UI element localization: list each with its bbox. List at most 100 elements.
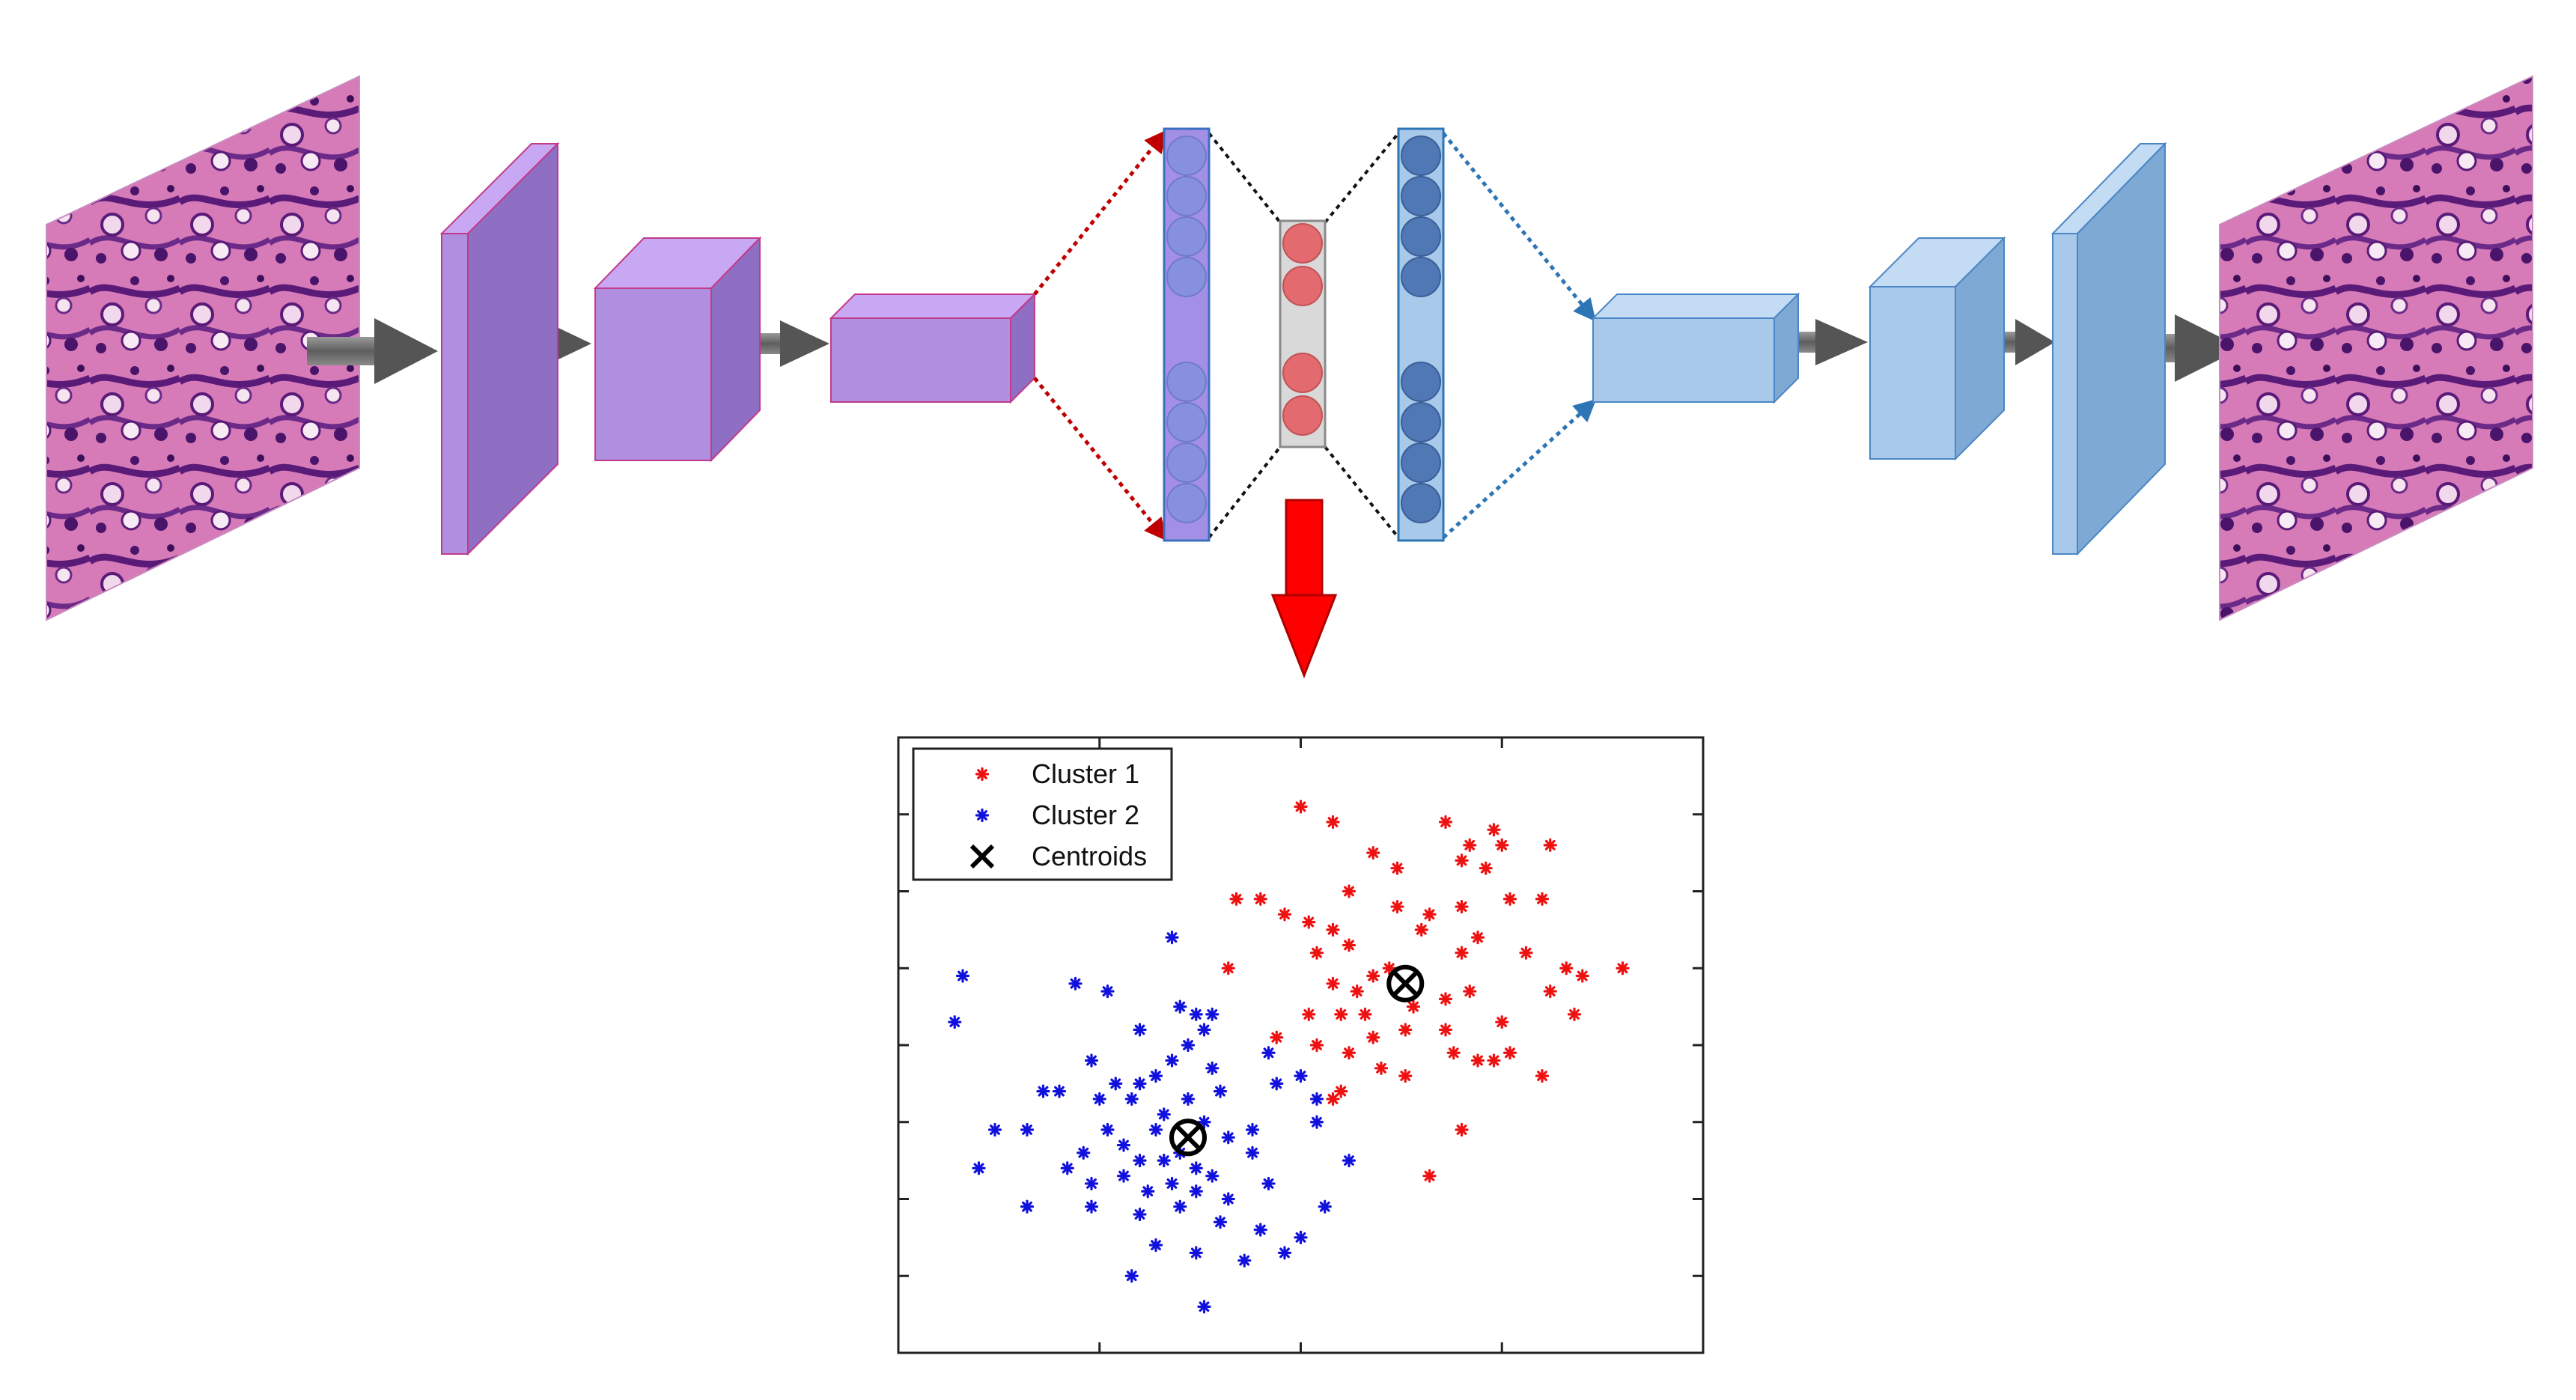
- cluster-2-point: [1124, 1092, 1139, 1107]
- cluster-1-point: [1334, 1007, 1348, 1022]
- legend-marker-cluster-1: [975, 767, 990, 782]
- input-image: [46, 75, 360, 621]
- cluster-1-point: [1422, 1169, 1437, 1183]
- cluster-1-point: [1406, 999, 1421, 1014]
- axis-ticks: [898, 737, 1703, 1353]
- red-down-arrow-icon: [1270, 499, 1338, 679]
- centroid-marker: [1386, 964, 1425, 1002]
- cluster-1-point: [1342, 884, 1356, 898]
- legend-label-cluster-2: Cluster 2: [1032, 800, 1139, 830]
- cluster-1-point: [1326, 815, 1340, 830]
- cluster-2-point: [1189, 1007, 1203, 1022]
- cluster-1-point: [1221, 961, 1235, 976]
- cluster-1-point: [1575, 969, 1589, 983]
- cluster-2-point: [1165, 1176, 1179, 1191]
- cluster-1-point: [1277, 907, 1292, 922]
- cluster-2-point: [1205, 1007, 1220, 1022]
- cluster-2-point: [1100, 1122, 1115, 1137]
- cluster-2-point: [1253, 1223, 1267, 1237]
- latent-neurons: [1282, 223, 1323, 436]
- encoder-layer-1: [439, 141, 560, 556]
- cluster-2-point: [1261, 1046, 1276, 1060]
- cluster-2-point: [1148, 1238, 1163, 1253]
- cluster-2-point: [1148, 1122, 1163, 1137]
- cluster-2-point: [1036, 1084, 1050, 1098]
- cluster-2-point: [1181, 1092, 1196, 1107]
- legend-label-cluster-1: Cluster 1: [1032, 758, 1139, 789]
- encoder-layer-3: [829, 292, 1037, 404]
- cluster-2-point: [1133, 1154, 1147, 1168]
- cluster-1-point: [1616, 961, 1630, 976]
- cluster-1-point: [1470, 931, 1485, 945]
- cluster-1-point: [1479, 861, 1493, 875]
- cluster-2-point: [1133, 1077, 1147, 1091]
- cluster-1-point: [1422, 907, 1437, 922]
- cluster-2-point: [1141, 1184, 1155, 1199]
- cluster-1-point: [1470, 1053, 1485, 1068]
- cluster-2-point: [1221, 1130, 1235, 1145]
- cluster-1-point: [1350, 984, 1364, 999]
- cluster-1-point: [1535, 1068, 1550, 1083]
- cluster-1-point: [1366, 969, 1380, 983]
- cluster-1-point: [1366, 846, 1380, 860]
- cluster-1-point: [1326, 976, 1340, 990]
- cluster-1-point: [1334, 1084, 1348, 1098]
- cluster-2-point: [1133, 1023, 1147, 1037]
- encoder-dense-layer: [1163, 127, 1211, 542]
- cluster-2-point: [1294, 1230, 1308, 1244]
- cluster-2-point: [1165, 931, 1179, 945]
- cluster-1-point: [1302, 915, 1316, 929]
- cluster-2-point: [1309, 1115, 1324, 1129]
- cluster-2-point: [1213, 1215, 1228, 1229]
- cluster-2-point: [1318, 1199, 1332, 1214]
- cluster-2-point: [1116, 1138, 1131, 1152]
- cluster-2-point: [1294, 1068, 1308, 1083]
- cluster-2-point: [1157, 1107, 1171, 1121]
- decoder-dense-connectors: [1442, 132, 1597, 539]
- cluster-1-point: [1374, 1061, 1389, 1075]
- cluster-1-point: [1446, 1046, 1461, 1060]
- cluster-2-point: [972, 1161, 986, 1175]
- scatter-chart: Cluster 1 Cluster 2 Centroids: [897, 736, 1705, 1354]
- legend-marker-centroids: [969, 844, 995, 869]
- cluster-1-point: [1326, 1092, 1340, 1107]
- decoder-layer-3: [2050, 141, 2167, 556]
- cluster-2-point: [1109, 1077, 1123, 1091]
- cluster-2-point: [1270, 1077, 1284, 1091]
- cluster-2-point: [1124, 1269, 1139, 1283]
- cluster-1-point: [1414, 922, 1428, 937]
- cluster-2-point: [1205, 1169, 1220, 1183]
- cluster-1-point: [1495, 1015, 1509, 1029]
- cluster-1-point: [1326, 922, 1340, 937]
- decoder-dense-layer: [1397, 127, 1445, 542]
- encoder-dense-connectors: [1033, 130, 1167, 541]
- cluster-2-point: [987, 1122, 1002, 1137]
- cluster-1-point: [1270, 1030, 1284, 1044]
- cluster-1-point: [1342, 938, 1356, 952]
- gray-arrow-icon: [307, 318, 438, 384]
- cluster-2-point: [1133, 1207, 1147, 1222]
- decoder-layer-2: [1868, 236, 2006, 461]
- cluster-2-point: [1173, 1199, 1187, 1214]
- cluster-2-point: [1245, 1145, 1260, 1160]
- legend-marker-cluster-2: [975, 808, 990, 823]
- cluster-1-point: [1455, 899, 1469, 914]
- legend-box: [912, 747, 1173, 881]
- cluster-2-point: [1189, 1161, 1203, 1175]
- cluster-2-point: [1157, 1154, 1171, 1168]
- cluster-1-point: [1567, 1007, 1582, 1022]
- legend-label-centroids: Centroids: [1032, 841, 1147, 871]
- cluster-2-point: [1237, 1253, 1252, 1267]
- cluster-1-point: [1309, 946, 1324, 960]
- cluster-2-point: [1245, 1122, 1260, 1137]
- cluster-1-point: [1463, 984, 1477, 999]
- cluster-1-point: [1559, 961, 1574, 976]
- cluster-1-point: [1382, 961, 1396, 976]
- decoder-layer-1: [1591, 292, 1800, 404]
- cluster-1-point: [1502, 892, 1517, 906]
- cluster-2-point: [1165, 1053, 1179, 1068]
- cluster-2-point: [1020, 1122, 1035, 1137]
- cluster-1-point: [1366, 1030, 1380, 1044]
- dense-neurons: [1166, 136, 1207, 523]
- cluster-2-point: [1342, 1154, 1356, 1168]
